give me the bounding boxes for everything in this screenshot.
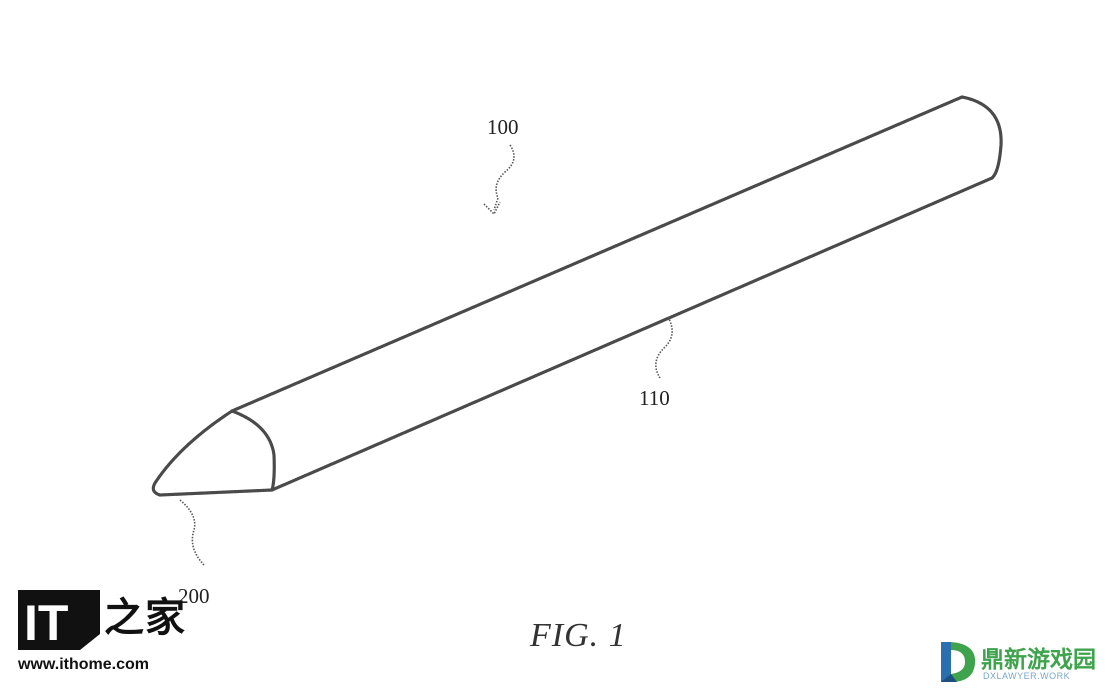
barrel-end-cap xyxy=(960,95,1003,180)
leader-100-arrow xyxy=(483,201,501,216)
ref-label-100: 100 xyxy=(487,115,519,139)
it-logo-mark: IT xyxy=(18,590,100,650)
leader-200 xyxy=(179,499,205,566)
leader-lines xyxy=(179,144,673,566)
tip-lower-edge xyxy=(158,488,274,497)
watermark-d-icon xyxy=(941,642,976,682)
barrel-bottom-edge xyxy=(270,176,994,492)
watermark-domain: DXLAWYER.WORK xyxy=(983,671,1071,681)
leader-100 xyxy=(493,144,515,211)
stylus-tip xyxy=(151,409,276,497)
tip-upper-edge xyxy=(151,409,234,497)
it-logo-text: IT xyxy=(24,595,68,650)
barrel-top-edge xyxy=(230,95,964,413)
it-logo-cn: 之家 xyxy=(104,595,186,641)
figure-label: FIG. 1 xyxy=(529,617,627,654)
watermark-name: 鼎新游戏园 xyxy=(981,647,1096,673)
watermark: 鼎新游戏园 DXLAWYER.WORK xyxy=(937,638,1107,686)
ref-label-110: 110 xyxy=(639,386,670,410)
ithome-logo: IT 之家 www.ithome.com xyxy=(18,590,185,680)
stylus-body xyxy=(230,95,1003,492)
leader-110 xyxy=(655,316,673,379)
tip-junction-curve xyxy=(230,409,276,492)
it-logo-url: www.ithome.com xyxy=(18,656,149,673)
ref-label-200: 200 xyxy=(178,584,210,608)
